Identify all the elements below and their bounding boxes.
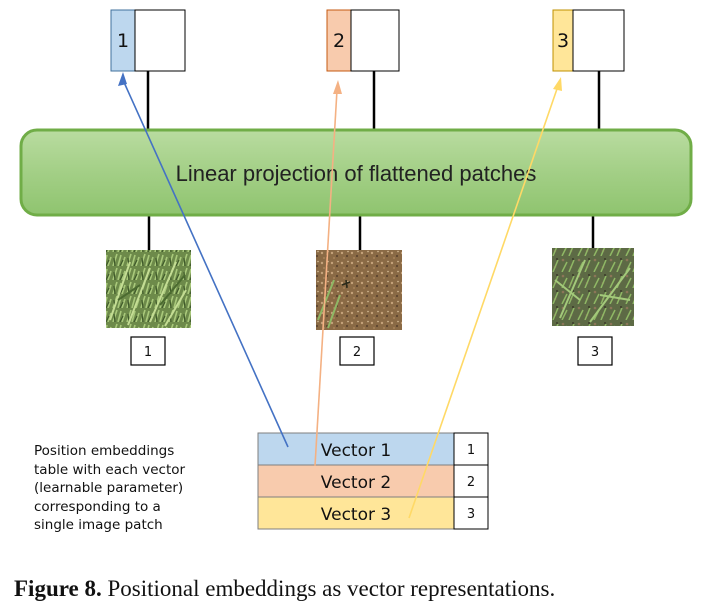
token-position-cell-2 [326,9,352,72]
table-vector-label-3: Vector 3 [321,505,391,525]
arrowhead-2 [333,80,342,94]
patch-number-box-1: 1 [130,336,166,366]
patch-number-box-3: 3 [577,336,613,366]
token-label-3: 3 [557,30,569,52]
patch-number-box-2: 2 [339,336,375,366]
table-index-3: 3 [467,507,475,522]
token-box-3: 3 [552,9,625,72]
description-line-4: corresponding to a [34,498,161,515]
description-line-1: Position embeddings [34,443,175,459]
arrow-vector-2-to-token-2 [314,89,338,467]
image-patch-1 [106,250,191,328]
token-embedding-cell-2 [350,9,400,72]
table-index-cell-3 [453,496,489,530]
patch-number-2: 2 [353,345,361,360]
table-index-1: 1 [467,443,475,458]
projection-label: Linear projection of flattened patches [176,161,537,186]
figure-caption: Figure 8. Positional embeddings as vecto… [14,576,694,602]
token-box-2: 2 [326,9,400,72]
arrow-vector-3-to-token-3 [408,85,559,519]
patch-number-3: 3 [591,345,599,360]
table-index-2: 2 [467,475,475,490]
position-embeddings-description: Position embeddings table with each vect… [34,442,234,535]
figure-caption-text: Positional embeddings as vector represen… [101,576,556,601]
description-line-3: (learnable parameter) [34,480,184,497]
token-embedding-cell-3 [572,9,625,72]
token-position-cell-1 [110,9,136,72]
arrowhead-3 [553,77,562,91]
table-index-cell-2 [453,464,489,498]
table-row-vector-3 [257,496,455,530]
image-patch-2 [316,250,402,330]
arrow-vector-1-to-token-1 [122,79,289,448]
linear-projection-block: Linear projection of flattened patches [19,128,693,217]
figure-caption-label: Figure 8. [14,576,102,601]
token-box-1: 1 [110,9,186,72]
projection-bar [19,128,693,217]
description-line-5: single image patch [34,517,163,534]
patch-number-1: 1 [144,345,152,360]
token-embedding-cell-1 [134,9,186,72]
description-line-2: table with each vector [34,461,186,478]
token-label-1: 1 [117,30,129,52]
position-embeddings-table: Vector 1 Vector 2 Vector 3 1 2 3 [257,432,489,530]
table-vector-label-2: Vector 2 [321,473,391,493]
token-label-2: 2 [333,30,345,52]
arrowhead-1 [118,72,127,86]
image-patch-3 [552,248,634,326]
table-vector-label-1: Vector 1 [321,441,391,461]
